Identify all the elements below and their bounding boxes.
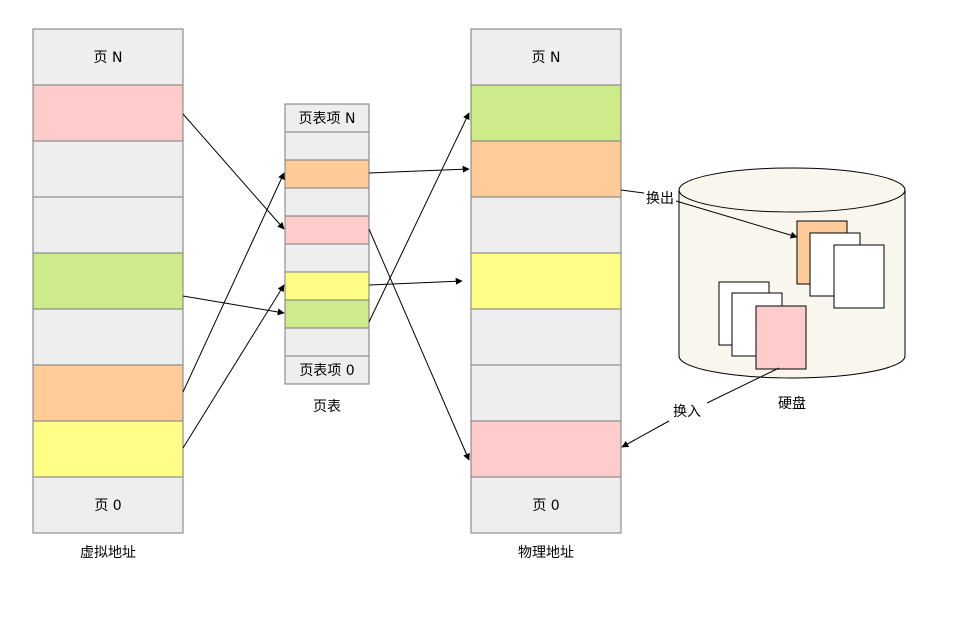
page-table-column: 页表项 N 页表项 0 (284, 103, 370, 385)
disk-page-stack-swap-in (718, 281, 807, 370)
virtual-memory-column: 页 N 页 0 (32, 28, 184, 534)
disk-page-card (833, 244, 885, 309)
page-table-cell (284, 271, 370, 301)
physical-memory-caption: 物理地址 (518, 545, 574, 561)
physical-memory-cell (470, 476, 622, 534)
page-table-cell (284, 187, 370, 217)
virtual-memory-cell (32, 308, 184, 366)
page-table-cell (284, 159, 370, 189)
page-table-cell (284, 299, 370, 329)
physical-memory-cell (470, 364, 622, 422)
page-table-cell (284, 355, 370, 385)
arrow-pt-orange-to-pm (368, 165, 470, 174)
disk-page-stack-swapped-out (796, 220, 885, 309)
swap-in-arrow (621, 420, 670, 448)
virtual-memory-cell (32, 28, 184, 86)
physical-memory-cell (470, 28, 622, 86)
arrow-vm-green-to-pt (182, 295, 285, 316)
swap-in-line-a (706, 367, 780, 404)
swap-out-label: 换出 (646, 190, 674, 207)
virtual-memory-cell (32, 252, 184, 310)
page-table-top-label: 页表项 N (299, 111, 356, 127)
physical-memory-cell (470, 84, 622, 142)
arrow-vm-yellow-to-pt (182, 284, 285, 449)
virtual-memory-caption: 虚拟地址 (80, 545, 136, 561)
physical-memory-cell (470, 140, 622, 198)
physical-memory-cell (470, 308, 622, 366)
arrow-pt-green-to-pm (368, 112, 470, 323)
virtual-memory-bottom-label: 页 0 (94, 498, 121, 514)
disk-page-card (755, 305, 807, 370)
virtual-memory-cell (32, 84, 184, 142)
physical-memory-cell (470, 252, 622, 310)
physical-memory-cell (470, 420, 622, 478)
page-table-bottom-label: 页表项 0 (299, 363, 354, 379)
arrow-vm-orange-to-pt (182, 172, 285, 393)
swap-out-arrow (675, 200, 798, 239)
disk-top (678, 167, 906, 213)
physical-memory-cell (470, 196, 622, 254)
virtual-memory-cell (32, 420, 184, 478)
virtual-memory-cell (32, 140, 184, 198)
virtual-memory-top-label: 页 N (94, 50, 123, 66)
virtual-memory-cell (32, 364, 184, 422)
page-table-cell (284, 243, 370, 273)
disk-caption: 硬盘 (778, 395, 806, 412)
arrow-pt-yellow-to-pm (368, 277, 463, 286)
swap-out-line-a (620, 189, 645, 194)
page-table-cell (284, 131, 370, 161)
swap-in-label: 换入 (673, 403, 701, 420)
physical-memory-column: 页 N 页 0 (470, 28, 622, 534)
swap-out-label-bg (644, 188, 676, 208)
swap-in-label-bg (670, 400, 704, 421)
page-table-cell (284, 327, 370, 357)
virtual-memory-cell (32, 476, 184, 534)
physical-memory-bottom-label: 页 0 (532, 498, 559, 514)
virtual-memory-cell (32, 196, 184, 254)
arrow-vm-pink-to-pt (182, 113, 285, 230)
physical-memory-top-label: 页 N (532, 50, 561, 66)
arrow-pt-pink-to-pm (368, 228, 470, 461)
page-table-caption: 页表 (313, 399, 341, 415)
page-table-cell (284, 215, 370, 245)
